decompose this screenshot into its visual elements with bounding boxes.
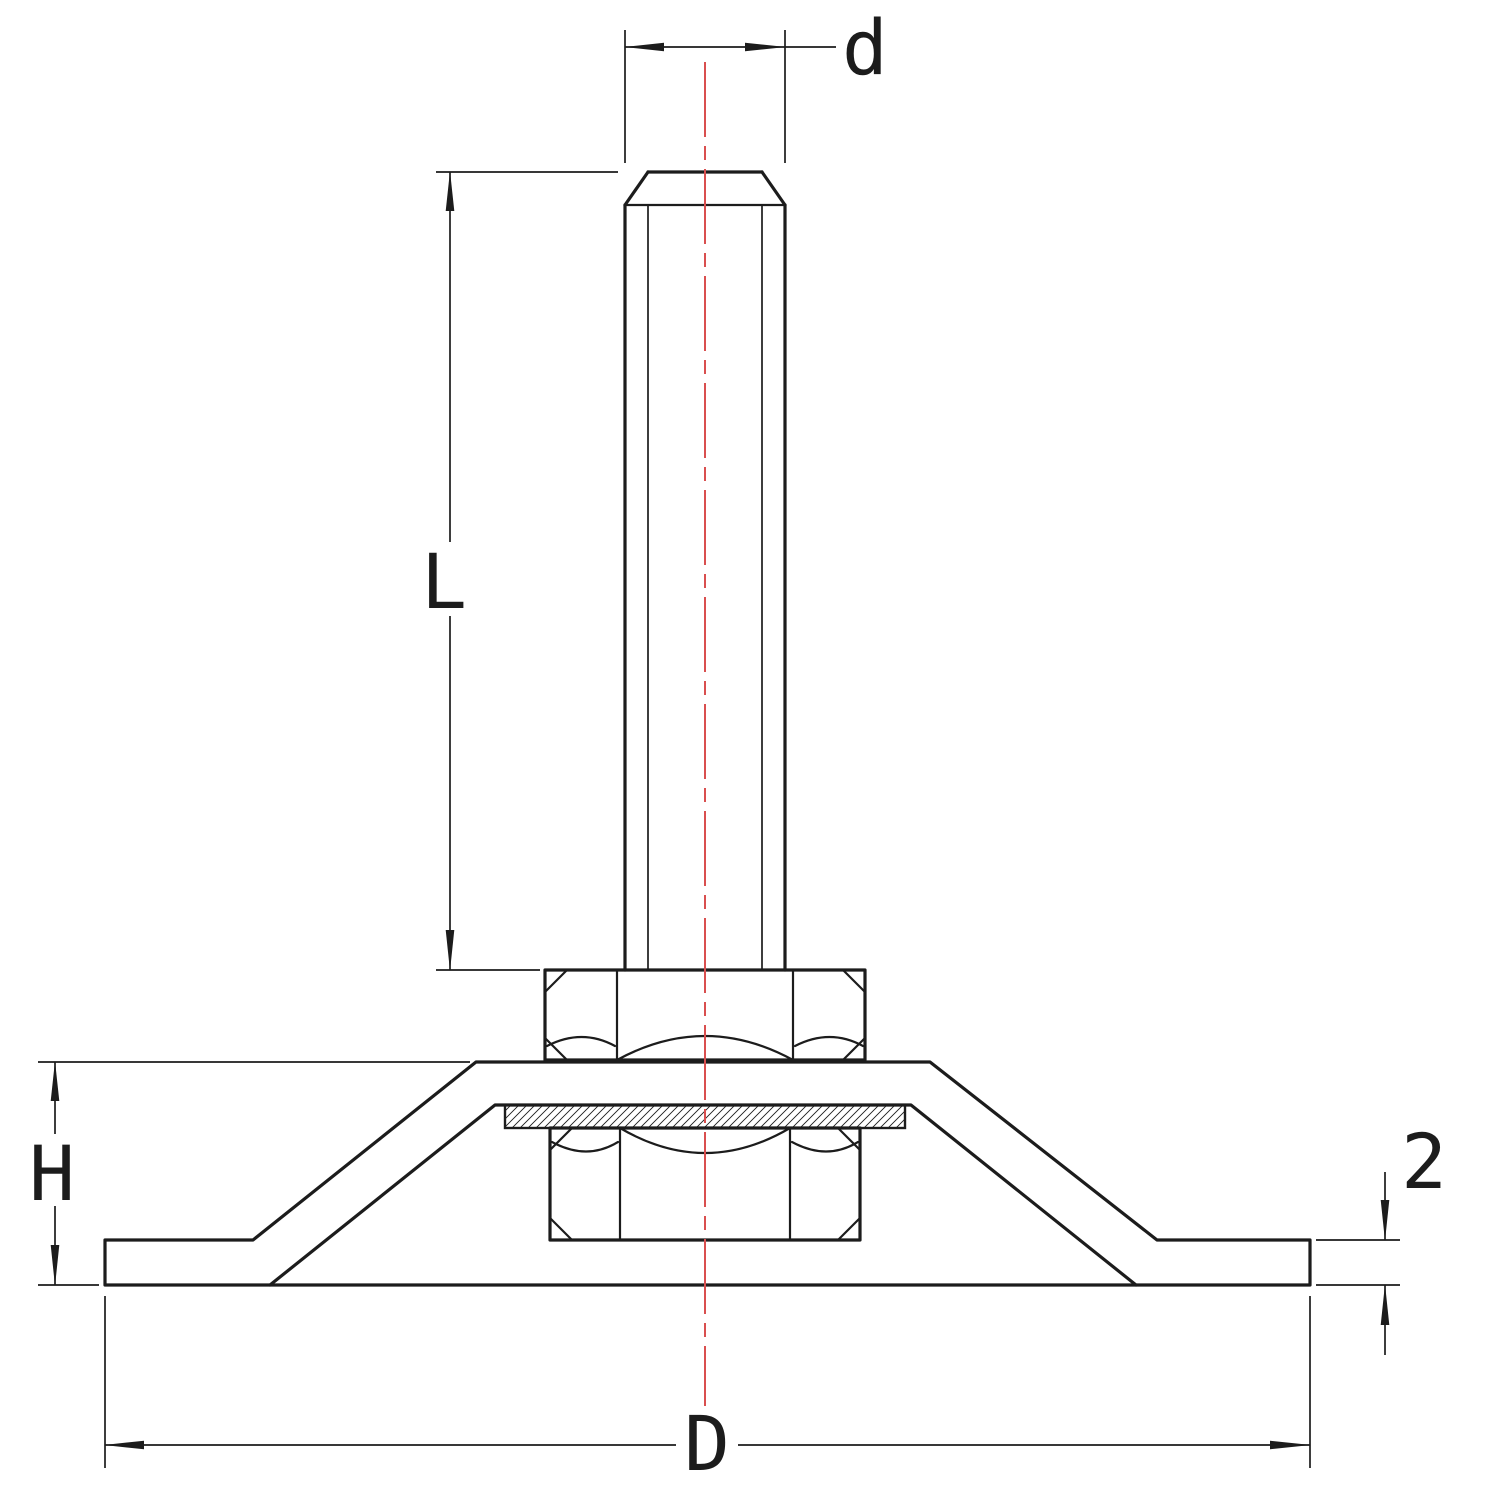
dimension-thickness-label: 2	[1401, 1117, 1447, 1206]
nut-chamfer-arc	[545, 1036, 617, 1048]
stud-chamfer-edge	[760, 170, 787, 207]
stud-chamfer-edge	[623, 170, 650, 207]
dimension-d-label: d	[842, 3, 888, 92]
nut-corner-chamfer	[543, 968, 569, 994]
nut-chamfer-arc	[793, 1036, 865, 1048]
dimension-base-height: H	[24, 1061, 470, 1286]
dimension-dd-label: D	[684, 1399, 730, 1488]
nut-chamfer-arc	[550, 1140, 620, 1153]
label-background	[676, 1406, 738, 1480]
nut-corner-chamfer	[836, 1216, 862, 1242]
base-plate-outline	[103, 1060, 1312, 1287]
nut-corner-chamfer	[543, 1036, 569, 1062]
label-background	[418, 542, 470, 616]
dimension-h-label: H	[29, 1129, 75, 1218]
label-background	[24, 1134, 80, 1206]
nut-corner-chamfer	[841, 968, 867, 994]
nut-corner-chamfer	[841, 1036, 867, 1062]
dimension-plate-thickness: 2	[1316, 1117, 1447, 1355]
nut-corner-chamfer	[836, 1126, 862, 1152]
nut-chamfer-arc	[790, 1140, 860, 1153]
nut-corner-chamfer	[548, 1216, 574, 1242]
dimension-stud-diameter: d	[624, 3, 888, 163]
threaded-stud	[623, 170, 787, 972]
dimension-base-diameter: D	[104, 1296, 1311, 1488]
dimension-l-label: L	[421, 537, 467, 626]
base-plate-section	[103, 1060, 1312, 1287]
dimension-stud-length: L	[418, 171, 618, 971]
nut-corner-chamfer	[548, 1126, 574, 1152]
